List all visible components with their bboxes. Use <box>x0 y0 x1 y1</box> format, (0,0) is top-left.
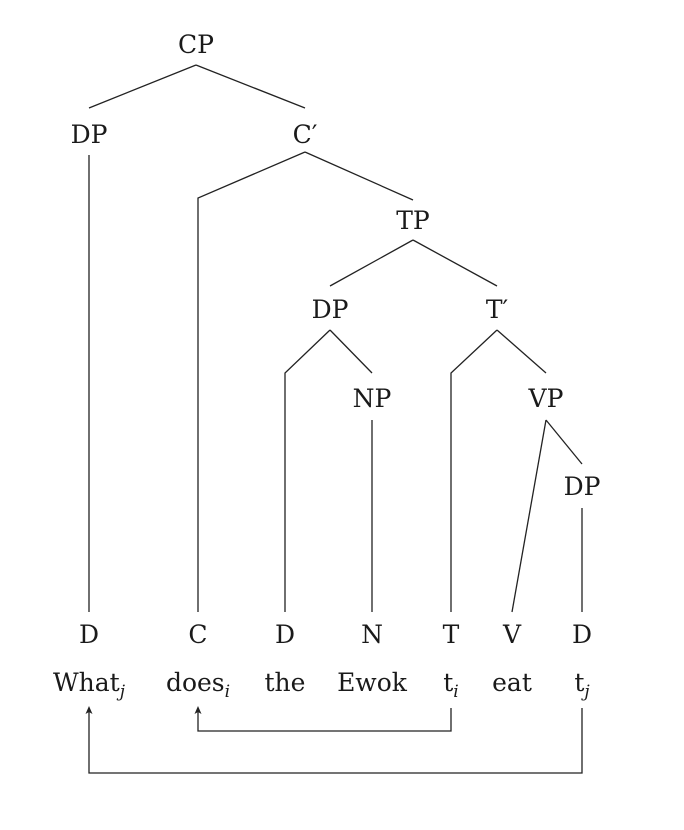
word-trace-j: tj <box>574 668 590 702</box>
node-t-bar: T′ <box>486 295 509 324</box>
node-np: NP <box>353 384 392 413</box>
tree-nodes: CP DP C′ TP DP T′ NP VP DP D C D N T V D <box>71 30 601 649</box>
node-c-bar: C′ <box>293 120 318 149</box>
edge-vp-dp <box>545 419 583 465</box>
node-d-the: D <box>275 620 295 649</box>
edge-tp-dp <box>329 239 414 287</box>
node-t: T <box>443 620 460 649</box>
node-v: V <box>502 620 522 649</box>
node-tp: TP <box>396 206 430 235</box>
edge-cp-cbar <box>195 64 306 109</box>
edge-vp-v <box>511 419 547 613</box>
movement-arrow-i <box>197 708 452 732</box>
node-n: N <box>361 620 383 649</box>
arrowhead-i-icon <box>194 706 202 714</box>
word-ewok: Ewok <box>337 668 408 697</box>
tree-words: Whatj doesi the Ewok ti eat tj <box>53 668 590 702</box>
edge-tbar-vp <box>496 329 547 374</box>
node-dp-spec: DP <box>71 120 108 149</box>
node-dp-object: DP <box>564 472 601 501</box>
edge-dp-d2 <box>284 329 331 612</box>
word-does: doesi <box>166 668 230 702</box>
word-what: Whatj <box>53 668 126 702</box>
word-trace-i: ti <box>443 668 458 702</box>
node-vp: VP <box>528 384 564 413</box>
arrowhead-j-icon <box>85 706 93 714</box>
word-the: the <box>265 668 306 697</box>
node-c: C <box>188 620 207 649</box>
edge-cp-dp <box>88 64 197 109</box>
word-eat: eat <box>492 668 532 697</box>
tree-edges <box>88 64 583 613</box>
node-d-trace: D <box>572 620 592 649</box>
edge-cbar-c <box>197 151 306 612</box>
node-cp: CP <box>178 30 214 59</box>
movement-arrows <box>85 706 583 774</box>
node-dp-subject: DP <box>312 295 349 324</box>
edge-cbar-tp <box>304 151 414 201</box>
node-d-what: D <box>79 620 99 649</box>
edge-tbar-t <box>450 329 498 612</box>
edge-dp-np <box>329 329 373 374</box>
edge-tp-tbar <box>412 239 498 287</box>
movement-arrow-j <box>88 708 583 774</box>
